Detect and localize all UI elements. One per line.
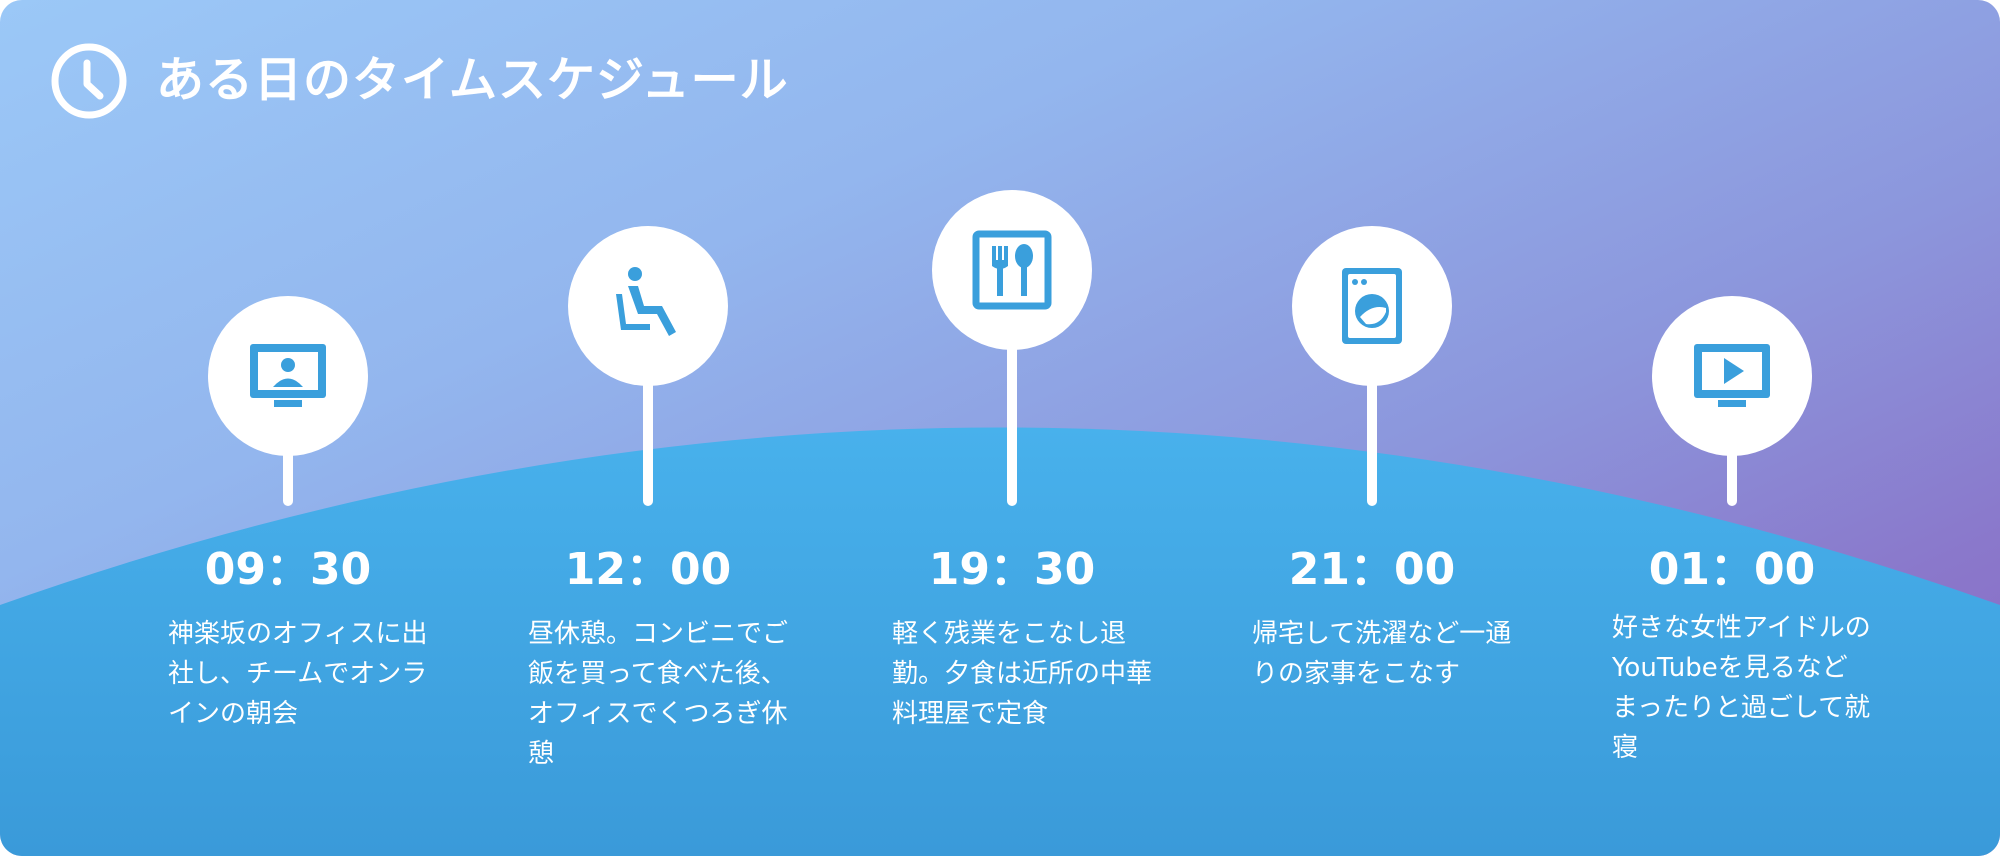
event-stem [1367, 380, 1377, 506]
page-title: ある日のタイムスケジュール [156, 52, 789, 108]
event-pin [1652, 296, 1812, 456]
washing-machine-icon [1342, 268, 1402, 344]
clock-icon [51, 43, 127, 119]
event-stem [1007, 344, 1017, 506]
event-description: 昼休憩。コンビニでご飯を買って食べた後、オフィスでくつろぎ休憩 [528, 619, 789, 769]
event-pin [208, 296, 368, 456]
event-pin [1292, 226, 1452, 386]
schedule-item: 01：00 好きな女性アイドルのYouTubeを見るなどまったりと過ごして就寝 [1582, 0, 1882, 856]
schedule-item: 12：00 昼休憩。コンビニでご飯を買って食べた後、オフィスでくつろぎ休憩 [498, 0, 798, 856]
event-pin [568, 226, 728, 386]
event-description: 軽く残業をこなし退勤。夕食は近所の中華料理屋で定食 [892, 619, 1153, 729]
event-time: 09：30 [204, 544, 372, 595]
event-description: 帰宅して洗濯など一通りの家事をこなす [1252, 619, 1512, 689]
video-conference-icon [250, 344, 326, 407]
event-stem [1727, 450, 1737, 506]
restaurant-icon [972, 230, 1052, 310]
event-time: 12：00 [564, 544, 732, 595]
seated-rest-icon [616, 267, 676, 336]
schedule-item: 21：00 帰宅して洗濯など一通りの家事をこなす [1222, 0, 1522, 856]
schedule-item: 09：30 神楽坂のオフィスに出社し、チームでオンラインの朝会 [138, 0, 438, 856]
event-time: 19：30 [928, 544, 1096, 595]
event-stem [283, 450, 293, 506]
event-time: 01：00 [1648, 544, 1816, 595]
video-play-icon [1694, 344, 1770, 407]
schedule-item: 19：30 軽く残業をこなし退勤。夕食は近所の中華料理屋で定食 [862, 0, 1162, 856]
event-pin [932, 190, 1092, 350]
event-time: 21：00 [1288, 544, 1456, 595]
event-stem [643, 380, 653, 506]
event-description: 神楽坂のオフィスに出社し、チームでオンラインの朝会 [168, 619, 428, 729]
event-description: 好きな女性アイドルのYouTubeを見るなどまったりと過ごして就寝 [1612, 613, 1871, 763]
